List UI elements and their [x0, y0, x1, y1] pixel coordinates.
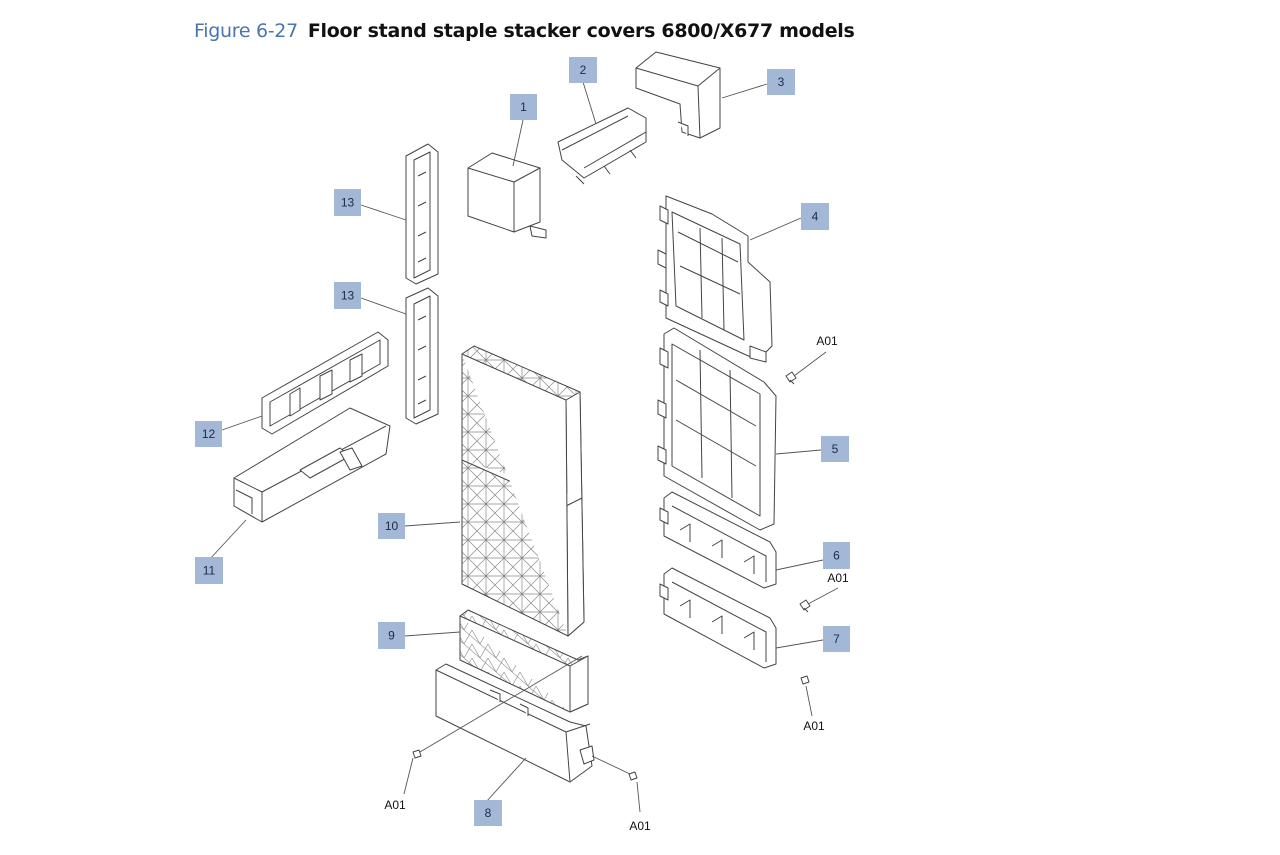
- callout-11: 11: [195, 557, 223, 584]
- callout-label-10: 10: [385, 519, 399, 533]
- callout-label-4: 4: [812, 210, 819, 224]
- callout-label-5: 5: [832, 442, 839, 456]
- screw-labels: A01 A01 A01 A01 A01: [384, 334, 849, 833]
- callout-3: 3: [767, 69, 795, 95]
- callout-label-2: 2: [580, 63, 587, 77]
- callout-10: 10: [378, 513, 405, 539]
- callout-12: 12: [195, 421, 222, 447]
- screw-label-a01-bottom-left: A01: [384, 798, 406, 812]
- callout-4: 4: [801, 203, 829, 230]
- part-13-strip-lower: [405, 287, 439, 425]
- callout-label-6: 6: [833, 549, 840, 563]
- part-5-frame: [657, 327, 777, 531]
- part-7-cover: [659, 567, 777, 669]
- part-8-bottom-cover: [435, 663, 595, 783]
- callout-2: 2: [569, 57, 597, 83]
- screw-label-a01-bottom-right: A01: [629, 819, 651, 833]
- screw-label-a01-top: A01: [816, 334, 838, 348]
- part-4-frame: [657, 195, 773, 363]
- part-9-lower-panel: [459, 609, 589, 713]
- callout-13-upper: 13: [334, 189, 361, 216]
- callout-label-13-lower: 13: [341, 289, 355, 303]
- callout-6: 6: [823, 542, 850, 569]
- callout-boxes: 1 2 3 4 5 6 7 8 9 10 11 12 13 13: [195, 57, 850, 826]
- part-2-cover: [557, 107, 647, 185]
- callout-label-11: 11: [203, 564, 216, 578]
- callout-5: 5: [821, 436, 849, 462]
- screw-label-a01-mid: A01: [827, 571, 849, 585]
- screw-label-a01-right-low: A01: [803, 719, 825, 733]
- callout-label-3: 3: [778, 75, 785, 89]
- callout-1: 1: [510, 94, 537, 120]
- callout-label-9: 9: [388, 629, 395, 643]
- callout-9: 9: [378, 622, 405, 649]
- callout-7: 7: [823, 626, 850, 652]
- callout-8: 8: [474, 800, 502, 826]
- callout-label-12: 12: [202, 427, 216, 441]
- part-3-cover: [635, 51, 721, 139]
- figure-number: Figure 6-27: [194, 20, 298, 42]
- part-13-strip-upper: [405, 143, 439, 285]
- part-10-main-panel: [461, 345, 585, 637]
- screw-a01-icons: [412, 371, 811, 781]
- part-1-cover: [467, 152, 547, 239]
- part-11-tray: [233, 407, 391, 523]
- callout-label-7: 7: [833, 632, 840, 646]
- callout-label-1: 1: [520, 100, 527, 114]
- figure-caption: Floor stand staple stacker covers 6800/X…: [307, 20, 855, 42]
- callout-label-13-upper: 13: [341, 196, 355, 210]
- part-12-panel: [261, 331, 389, 435]
- callout-label-8: 8: [485, 806, 492, 820]
- leader-lines: [208, 81, 839, 813]
- figure-title: Figure 6-27 Floor stand staple stacker co…: [194, 20, 855, 42]
- callout-13-lower: 13: [334, 282, 361, 309]
- part-6-cover: [659, 491, 777, 589]
